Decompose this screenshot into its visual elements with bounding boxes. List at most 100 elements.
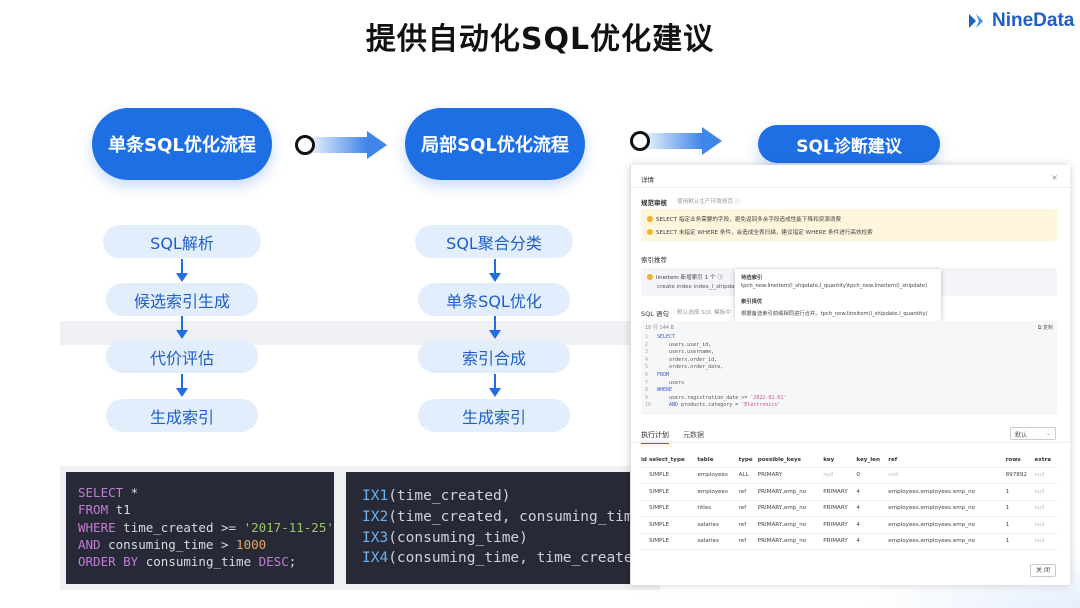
step-single-sql: 单条SQL优化: [418, 283, 570, 316]
close-icon[interactable]: ×: [1051, 173, 1058, 182]
warning-item: SELECT 指定业务需要的字段，避免返回多余字段造成性能下降和资源浪费: [647, 215, 841, 223]
copy-button[interactable]: ⧉ 复制: [1037, 325, 1053, 331]
line-number: 5: [645, 364, 649, 371]
arrow-down-icon: [489, 316, 501, 340]
table-cell: 1: [1005, 500, 1035, 517]
step-index-merge: 索引合成: [418, 340, 570, 373]
sql-token: FROM: [657, 372, 670, 378]
table-cell: PRIMARY: [823, 516, 857, 534]
table-cell: PRIMARY,emp_no: [757, 533, 824, 550]
table-header-cell: ref: [888, 453, 1006, 468]
index-code-line: IX3(consuming_time): [362, 528, 638, 549]
table-cell: [641, 500, 649, 517]
sql-token: users.registration_date >=: [657, 394, 751, 401]
code-token: WHERE: [78, 519, 116, 535]
sql-token: SELECT: [657, 334, 676, 340]
table-cell: SIMPLE: [649, 516, 698, 534]
sql-code-line: ORDER BY consuming_time DESC;: [78, 553, 322, 570]
code-token: consuming_time: [138, 554, 259, 570]
plan-select[interactable]: 默认⌄: [1010, 427, 1056, 440]
table-cell: SIMPLE: [649, 467, 698, 484]
code-token: (consuming_time, time_created): [388, 550, 651, 567]
table-header-cell: key_len: [856, 453, 889, 468]
table-cell: null: [1034, 500, 1057, 517]
code-token: (consuming_time): [388, 529, 528, 546]
sql-code-line: FROM t1: [78, 501, 322, 518]
table-cell: ref: [738, 533, 758, 550]
code-token: (time_created, consuming_time): [388, 508, 651, 525]
table-cell: [641, 483, 649, 501]
code-token: IX3: [362, 529, 389, 546]
panel-tabs: 执行计划 元数据: [641, 430, 704, 444]
index-code-line: IX4(consuming_time, time_created): [362, 548, 650, 569]
table-cell: employees.employees.emp_no: [888, 500, 1006, 517]
tab-metadata[interactable]: 元数据: [683, 431, 704, 439]
table-cell: null: [1034, 533, 1057, 550]
sql-token: users: [657, 379, 685, 386]
table-header-cell: type: [738, 453, 758, 468]
line-number: 10: [645, 402, 652, 409]
code-token: *: [123, 485, 139, 500]
ninedata-logo-icon: [969, 14, 983, 28]
arrow-right-icon: [702, 127, 722, 155]
index-recommend-line[interactable]: lineitem 新增索引 1 个 ⓘ: [656, 275, 723, 281]
sql-line: 3 users.username,: [645, 349, 714, 355]
table-cell: PRIMARY,emp_no: [757, 500, 824, 517]
sql-line: 9 users.registration_date >= '2022-01-01…: [645, 395, 786, 401]
line-number: 1: [645, 334, 649, 340]
table-cell: employees: [697, 467, 739, 484]
sql-line: 4 orders.order_id,: [645, 357, 717, 363]
table-cell: 1: [1005, 483, 1035, 501]
line-number: 4: [645, 356, 649, 363]
flow-connector-2: [630, 127, 722, 155]
tooltip-line: 根据备选索引前缀相同进行合并。tpch_new.lineitem(l_shipd…: [741, 311, 928, 317]
bulb-icon: [647, 229, 653, 235]
arrow-right-icon: [367, 131, 387, 159]
flow-connector-1: [295, 131, 387, 159]
logo-text: NineData: [992, 10, 1075, 31]
sql-statement-title: SQL 语句: [641, 310, 669, 318]
line-number: 3: [645, 349, 649, 356]
line-number: 8: [645, 387, 649, 394]
page-title: 提供自动化SQL优化建议: [365, 22, 715, 57]
table-cell: titles: [697, 500, 739, 517]
arrow-down-icon: [489, 374, 501, 398]
arrow-down-icon: [176, 259, 188, 283]
table-cell: PRIMARY: [823, 483, 857, 501]
sql-line: 10 AND products.category = 'Electronics': [645, 402, 780, 408]
sql-token: orders.order_date,: [657, 364, 724, 371]
sql-token: WHERE: [657, 387, 673, 394]
line-number: 7: [645, 379, 649, 386]
close-button[interactable]: 关 闭: [1030, 564, 1056, 577]
code-token: FROM: [78, 502, 109, 518]
table-cell: null: [1034, 483, 1057, 501]
table-header-cell: key: [823, 453, 857, 468]
table-cell: SIMPLE: [649, 533, 698, 550]
tab-execution-plan[interactable]: 执行计划: [641, 430, 669, 444]
table-cell: 1: [1005, 516, 1035, 534]
warning-item: SELECT 未指定 WHERE 条件，会造成全表扫描，建议指定 WHERE 条…: [647, 228, 873, 236]
sql-code-line: SELECT *: [78, 484, 322, 501]
step-sql-aggregate: SQL聚合分类: [415, 225, 573, 258]
table-cell: 897892: [1005, 467, 1035, 484]
table-cell: salaries: [697, 533, 739, 550]
table-cell: null: [823, 467, 857, 484]
panel-header: 详情: [641, 176, 654, 184]
step-cost-eval: 代价评估: [106, 340, 258, 373]
bulb-icon: [647, 216, 653, 222]
table-cell: employees: [697, 483, 739, 501]
table-cell: SIMPLE: [649, 500, 698, 517]
table-cell: employees.employees.emp_no: [888, 516, 1006, 534]
sql-statement-subtitle: 默认选择 SQL 模板中: [677, 310, 731, 316]
sql-token: orders.order_id,: [657, 356, 718, 363]
code-token: t1: [108, 502, 131, 518]
table-header-cell: possible_keys: [757, 453, 824, 468]
arrow-down-icon: [176, 316, 188, 340]
